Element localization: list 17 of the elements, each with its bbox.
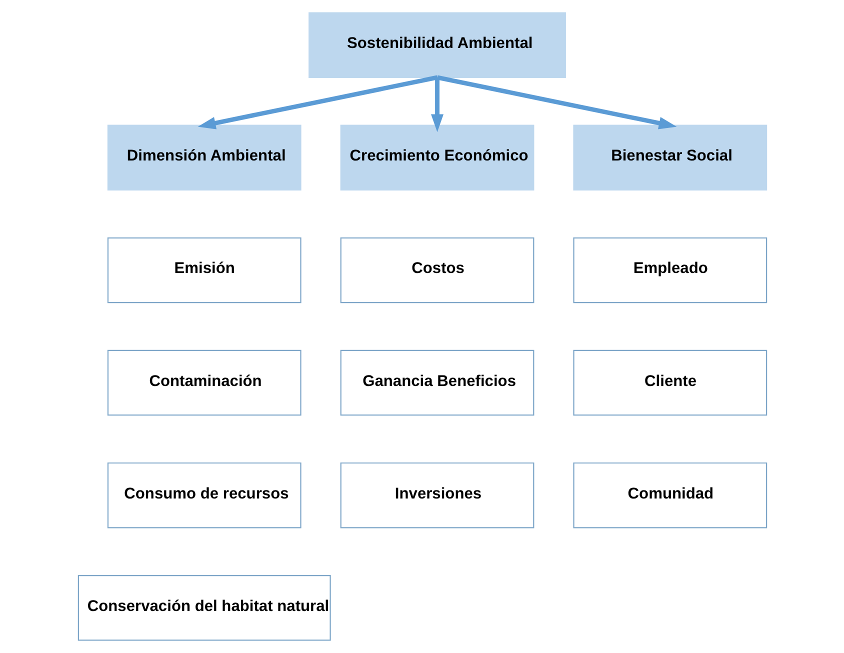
node-box: Conservación del habitat natural bbox=[77, 575, 330, 641]
node-box: Contaminación bbox=[106, 350, 301, 416]
arrow bbox=[430, 77, 444, 132]
node-box: Bienestar Social bbox=[572, 124, 767, 191]
node-box: Cliente bbox=[572, 350, 767, 416]
node-box: Consumo de recursos bbox=[106, 462, 301, 528]
node-box: Sostenibilidad Ambiental bbox=[308, 12, 566, 78]
arrow bbox=[197, 75, 438, 130]
node-box: Costos bbox=[340, 237, 534, 304]
node-box: Inversiones bbox=[340, 462, 534, 528]
node-box: Empleado bbox=[572, 237, 767, 304]
node-box: Dimensión Ambiental bbox=[106, 124, 301, 191]
arrow bbox=[436, 75, 676, 130]
node-box: Crecimiento Económico bbox=[340, 124, 534, 191]
node-box: Emisión bbox=[106, 237, 301, 304]
node-box: Comunidad bbox=[572, 462, 767, 528]
node-box: Ganancia Beneficios bbox=[340, 350, 534, 416]
